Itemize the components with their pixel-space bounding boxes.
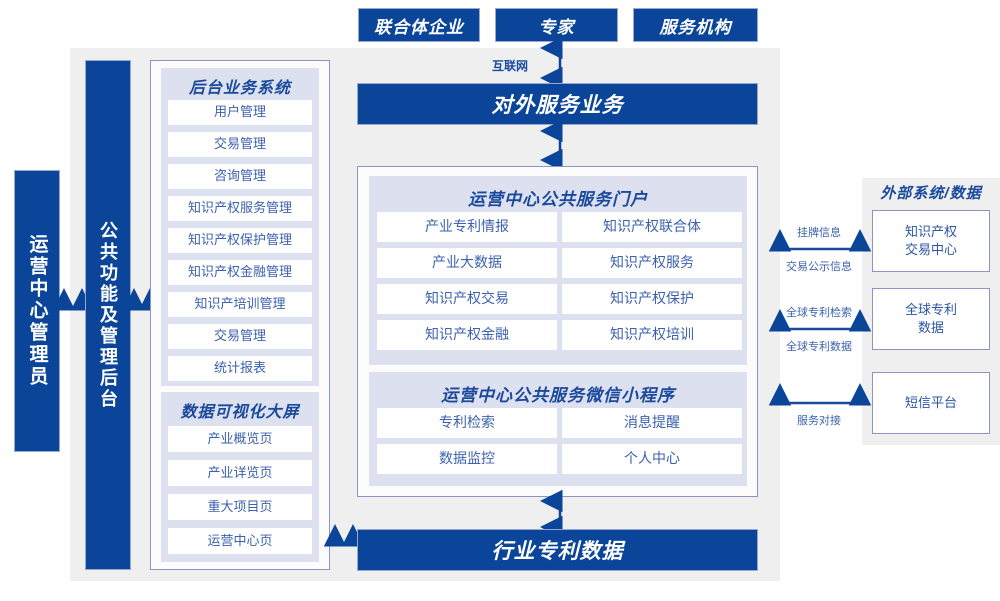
- external-connector-1-bottom-label: 全球专利数据: [786, 341, 852, 353]
- actor-box-0[interactable]: 联合体企业: [358, 8, 480, 42]
- backoffice-item-0[interactable]: 用户管理: [168, 100, 312, 125]
- card-bottombar-arrow: [323, 524, 365, 547]
- external-connector-0-arrow: [768, 229, 872, 252]
- backoffice-item-3[interactable]: 知识产权服务管理: [168, 196, 312, 221]
- external-connector-2-bottom-label: 服务对接: [797, 415, 841, 427]
- external-service-bar-label: 对外服务业务: [491, 94, 624, 117]
- industry-patent-data-bar[interactable]: 行业专利数据: [357, 529, 758, 571]
- backoffice-item-7[interactable]: 交易管理: [168, 324, 312, 349]
- external-service-bar[interactable]: 对外服务业务: [357, 83, 758, 125]
- external-box-2[interactable]: 短信平台: [872, 372, 990, 434]
- portal-item-1[interactable]: 知识产权联合体: [562, 212, 742, 242]
- internet-label: 互联网: [492, 59, 529, 73]
- dataviz-item-0[interactable]: 产业概览页: [168, 426, 312, 452]
- backoffice-item-2[interactable]: 咨询管理: [168, 164, 312, 189]
- backoffice-item-8[interactable]: 统计报表: [168, 356, 312, 381]
- backoffice-item-4[interactable]: 知识产权保护管理: [168, 228, 312, 253]
- backoffice-item-6[interactable]: 知识产培训管理: [168, 292, 312, 317]
- backend-backoffice-arrow: [122, 288, 162, 311]
- external-box-1[interactable]: 全球专利 数据: [872, 288, 990, 350]
- external-connector-1-arrow: [768, 309, 872, 332]
- actor-box-2[interactable]: 服务机构: [633, 8, 758, 42]
- dataviz-item-3[interactable]: 运营中心页: [168, 528, 312, 554]
- operations-admin-label: 运营中心管理员: [26, 234, 48, 388]
- miniprogram-item-0[interactable]: 专利检索: [377, 408, 557, 438]
- actor-box-0-label: 联合体企业: [374, 17, 464, 37]
- portal-item-3[interactable]: 知识产权服务: [562, 248, 742, 278]
- card-industry-data-arrow: [540, 489, 563, 539]
- operations-admin-actor[interactable]: 运营中心管理员: [14, 170, 60, 452]
- portal-item-5[interactable]: 知识产权保护: [562, 284, 742, 314]
- external-connector-2-arrow: [768, 383, 872, 406]
- external-connector-0-top-label: 挂牌信息: [797, 227, 841, 239]
- portal-item-7[interactable]: 知识产权培训: [562, 320, 742, 350]
- actor-box-1[interactable]: 专家: [495, 8, 618, 42]
- common-function-backend-label: 公共功能及管理后台: [98, 220, 118, 410]
- miniprogram-item-3[interactable]: 个人中心: [562, 444, 742, 474]
- external-box-0[interactable]: 知识产权 交易中心: [872, 210, 990, 272]
- admin-backend-arrow: [52, 288, 94, 311]
- miniprogram-item-2[interactable]: 数据监控: [377, 444, 557, 474]
- miniprogram-title: 运营中心公共服务微信小程序: [441, 386, 675, 405]
- external-connector-0-bottom-label: 交易公示信息: [786, 261, 852, 273]
- backoffice-title: 后台业务系统: [188, 80, 291, 97]
- portal-item-4[interactable]: 知识产权交易: [377, 284, 557, 314]
- dataviz-title: 数据可视化大屏: [180, 404, 300, 421]
- backoffice-item-1[interactable]: 交易管理: [168, 132, 312, 157]
- portal-title: 运营中心公共服务门户: [468, 190, 648, 209]
- industry-patent-data-label: 行业专利数据: [491, 540, 624, 563]
- external-connector-1-top-label: 全球专利检索: [786, 307, 852, 319]
- actor-box-1-label: 专家: [538, 17, 575, 37]
- actor-box-2-label: 服务机构: [659, 17, 732, 37]
- dataviz-item-1[interactable]: 产业详览页: [168, 460, 312, 486]
- backoffice-item-5[interactable]: 知识产权金融管理: [168, 260, 312, 285]
- service-portal-arrow: [540, 119, 563, 172]
- portal-item-0[interactable]: 产业专利情报: [377, 212, 557, 242]
- external-systems-title: 外部系统/数据: [880, 185, 982, 202]
- internet-arrow: [540, 36, 563, 90]
- common-function-backend[interactable]: 公共功能及管理后台: [85, 60, 131, 570]
- portal-item-2[interactable]: 产业大数据: [377, 248, 557, 278]
- portal-item-6[interactable]: 知识产权金融: [377, 320, 557, 350]
- miniprogram-item-1[interactable]: 消息提醒: [562, 408, 742, 438]
- dataviz-item-2[interactable]: 重大项目页: [168, 494, 312, 520]
